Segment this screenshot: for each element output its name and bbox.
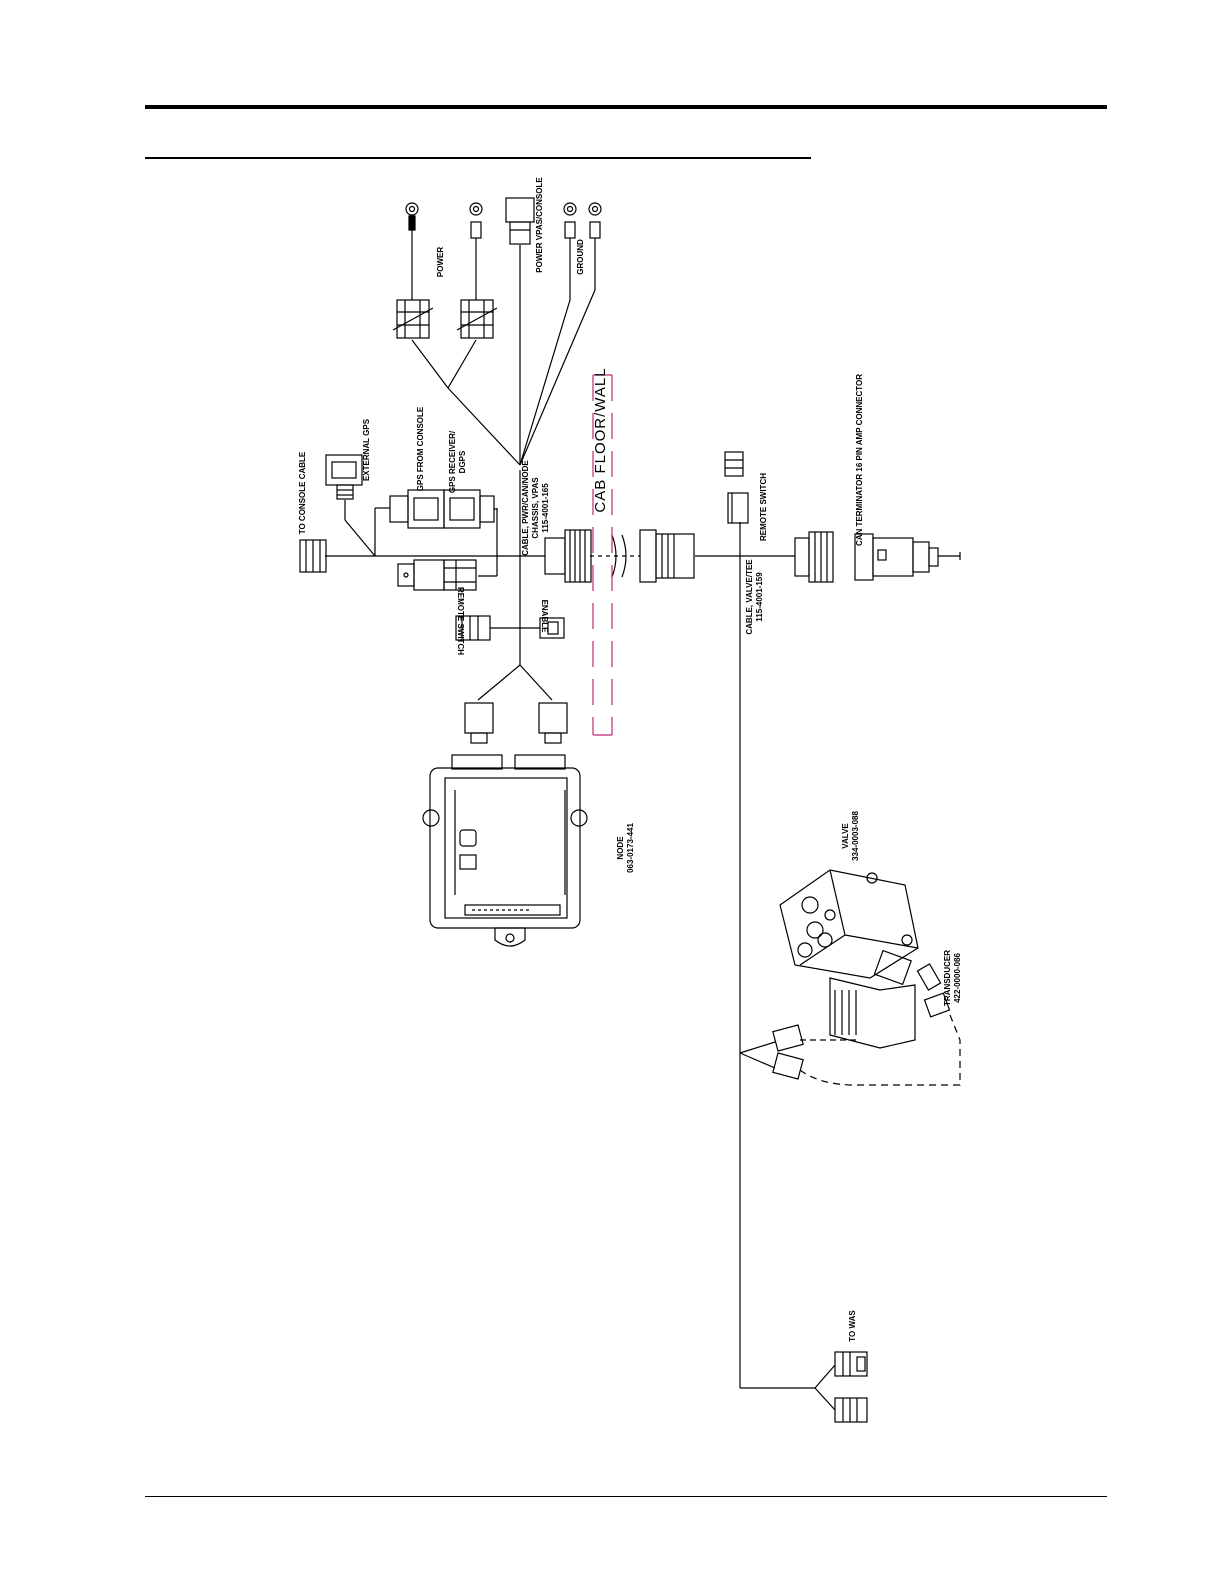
label-valve-2: 334-0003-088: [851, 811, 860, 861]
label-power: POWER: [436, 247, 445, 277]
harness-lines: [325, 230, 961, 1411]
label-cable-valve-2: 115-4001-159: [755, 572, 764, 622]
label-cable-pwr-2: CHASSIS, VPAS: [531, 477, 540, 539]
label-cable-pwr-3: 115-4001-165: [541, 483, 550, 533]
label-cable-pwr-1: CABLE, PWR/CAN/NODE: [521, 460, 530, 556]
label-valve-1: VALVE: [841, 823, 850, 849]
power-ring-terminals: [405, 202, 602, 239]
valve-connectors: [772, 1024, 804, 1080]
can-terminator: [794, 531, 939, 583]
label-remote-switch-left: REMOTE SWITCH: [456, 587, 465, 655]
bulkhead-connectors: [544, 529, 695, 583]
label-gps-from-console: GPS FROM CONSOLE: [416, 406, 425, 491]
gps-db9-connectors: [389, 489, 497, 529]
remote-switch-right: [724, 451, 749, 524]
node-connectors: [464, 702, 568, 744]
cab-floor-wall-boundary: [592, 374, 613, 736]
label-cable-valve-1: CABLE, VALVE/TEE: [745, 559, 754, 635]
footer-rule: [145, 1496, 1107, 1497]
to-was-connectors: [834, 1351, 868, 1423]
label-gps-receiver-2: DGPS: [458, 450, 467, 473]
node-module: [422, 754, 588, 947]
label-node-1: NODE: [616, 836, 625, 860]
label-can-terminator: CAN TERMINATOR 16 PIN AMP CONNECTOR: [855, 374, 864, 546]
label-external-gps: EXTERNAL GPS: [362, 418, 371, 481]
label-ground: GROUND: [576, 239, 585, 275]
label-transducer-1: TRANSDUCER: [943, 950, 952, 1006]
label-power-vpas-console: POWER VPAS/CONSOLE: [535, 177, 544, 273]
header-rule: [145, 105, 1107, 109]
power-vpas-connector: [505, 197, 535, 245]
external-gps-connector: [325, 454, 363, 500]
label-gps-receiver-1: GPS RECEIVER/: [448, 430, 457, 493]
console-cable-connector: [299, 539, 327, 573]
label-transducer-2: 422-0000-086: [953, 953, 962, 1003]
label-node-2: 063-0173-441: [626, 823, 635, 873]
label-to-was: TO WAS: [848, 1310, 857, 1342]
fuse-holders: [392, 299, 498, 339]
valve-block: [779, 869, 951, 1049]
label-to-console-cable: TO CONSOLE CABLE: [298, 451, 307, 534]
label-remote-switch-right: REMOTE SWITCH: [759, 473, 768, 541]
relay-block: [397, 559, 477, 591]
label-enable: ENABLE: [540, 600, 549, 634]
remote-switch-left: [455, 615, 565, 641]
section-rule: [145, 157, 811, 159]
label-cab-floor-wall: CAB FLOOR/WALL: [592, 367, 609, 512]
